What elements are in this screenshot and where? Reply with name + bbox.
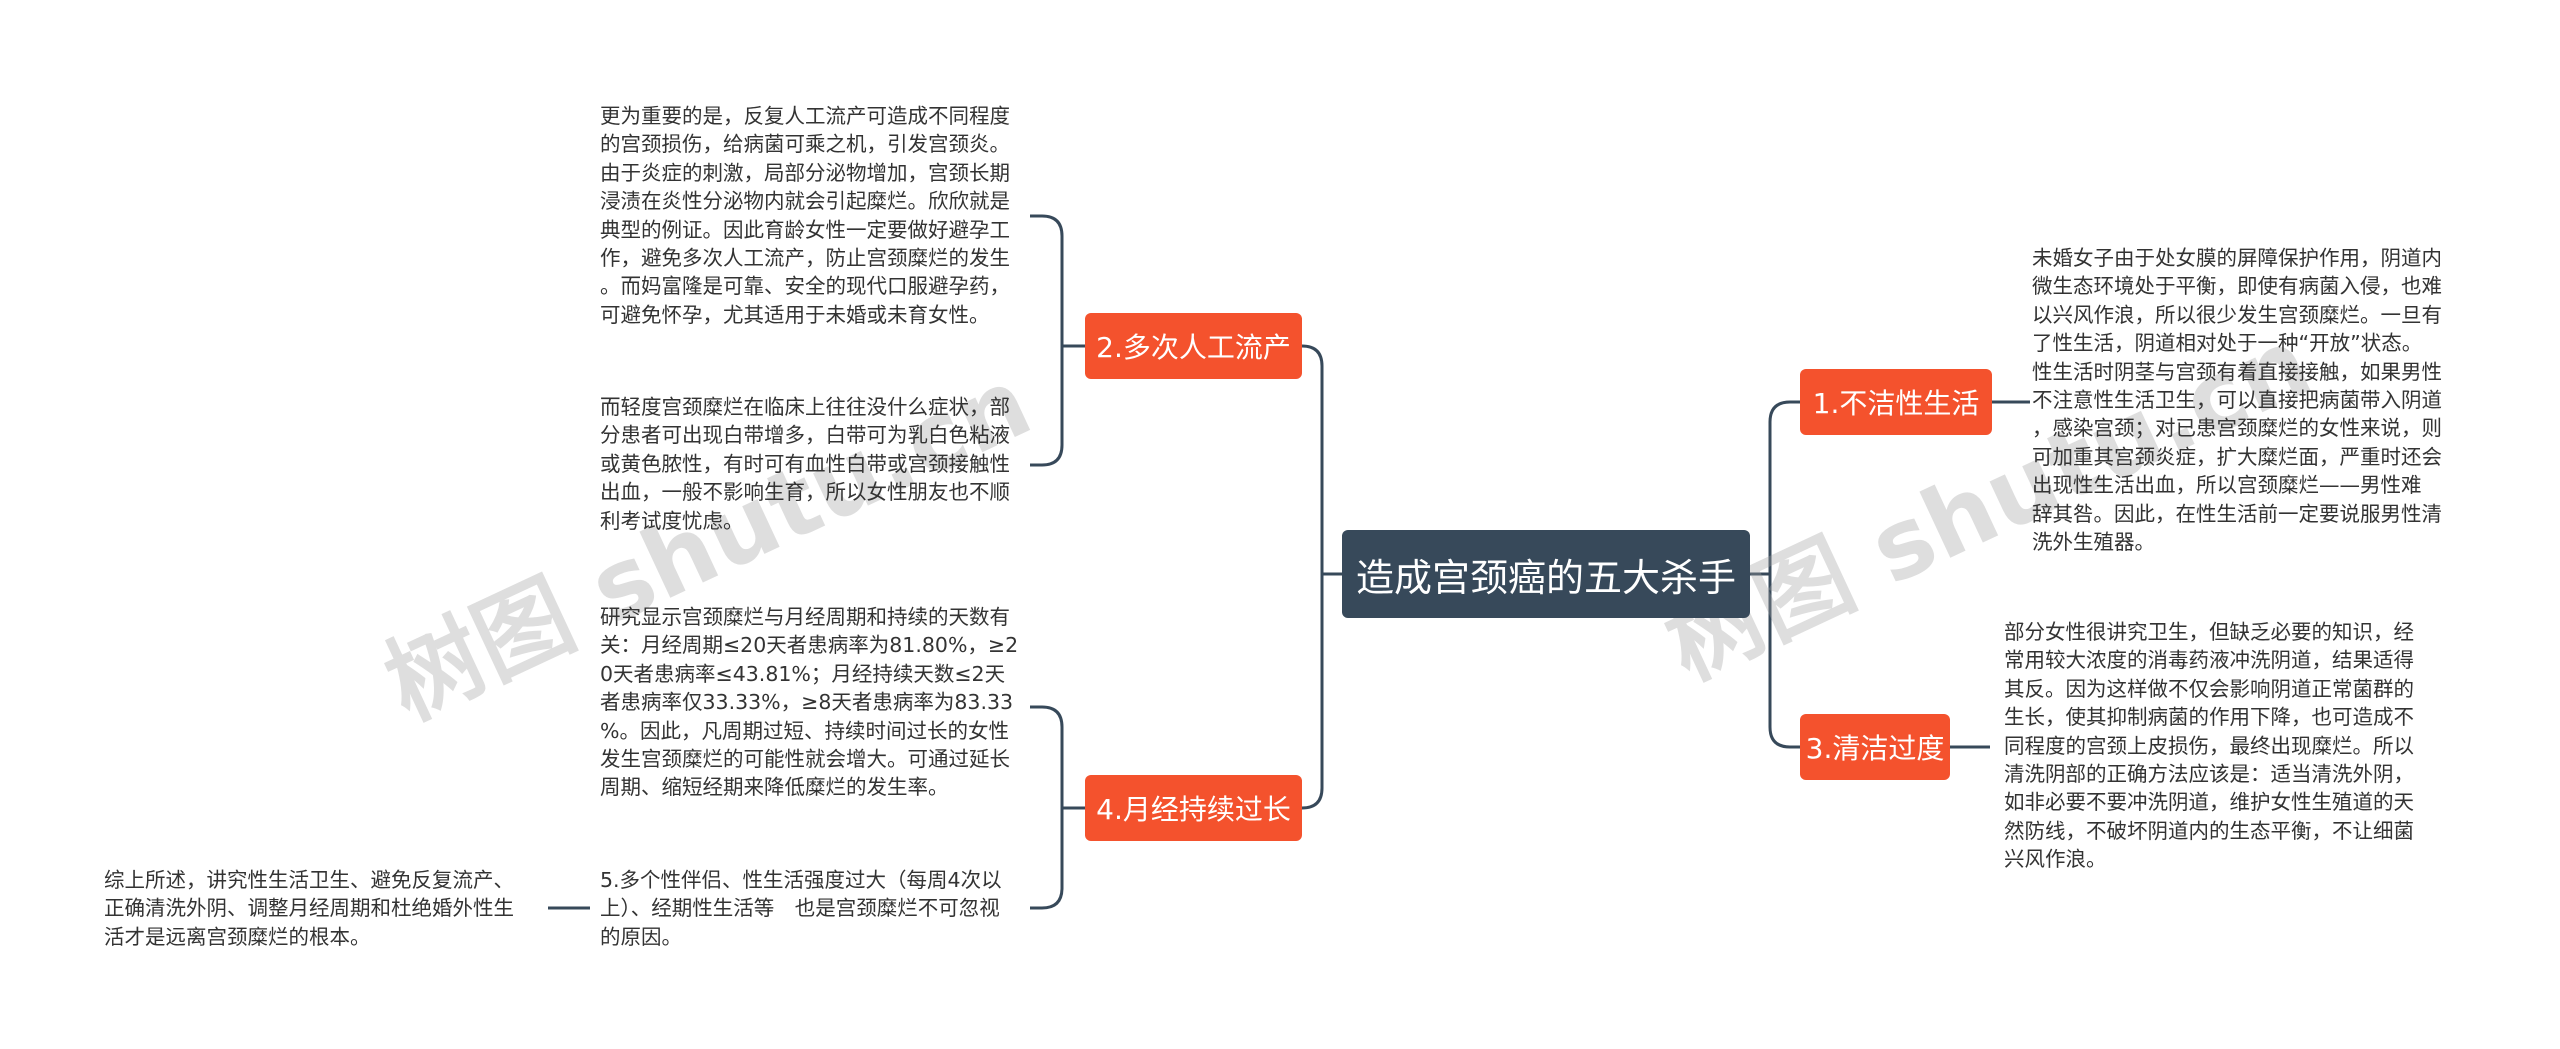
branch-over-cleaning[interactable]: 3.清洁过度 xyxy=(1800,714,1950,780)
leaf-menstruation-study: 研究显示宫颈糜烂与月经周期和持续的天数有关：月经周期≤20天者患病率为81.80… xyxy=(600,605,1019,800)
leaf-conclusion: 综上所述，讲究性生活卫生、避免反复流产、正确清洗外阴、调整月经周期和杜绝婚外性生… xyxy=(104,868,514,949)
leaf-unclean-sex: 未婚女子由于处女膜的屏障保护作用，阴道内微生态环境处于平衡，即使有病菌入侵，也难… xyxy=(2032,246,2442,554)
branch-abortion[interactable]: 2.多次人工流产 xyxy=(1085,313,1302,379)
leaf-mild-erosion: 而轻度宫颈糜烂在临床上往往没什么症状，部分患者可出现白带增多，白带可为乳白色粘液… xyxy=(600,395,1010,533)
branch-long-menstruation[interactable]: 4.月经持续过长 xyxy=(1085,775,1302,841)
root-node[interactable]: 造成宫颈癌的五大杀手 xyxy=(1342,530,1750,618)
branch-unclean-sex[interactable]: 1.不洁性生活 xyxy=(1800,369,1992,435)
leaf-abortion-detail: 更为重要的是，反复人工流产可造成不同程度的宫颈损伤，给病菌可乘之机，引发宫颈炎。… xyxy=(600,104,1010,327)
leaf-over-cleaning: 部分女性很讲究卫生，但缺乏必要的知识，经常用较大浓度的消毒药液冲洗阴道，结果适得… xyxy=(2004,620,2414,872)
leaf-multiple-partners: 5.多个性伴侣、性生活强度过大（每周4次以上）、经期性生活等 也是宫颈糜烂不可忽… xyxy=(600,868,1002,949)
